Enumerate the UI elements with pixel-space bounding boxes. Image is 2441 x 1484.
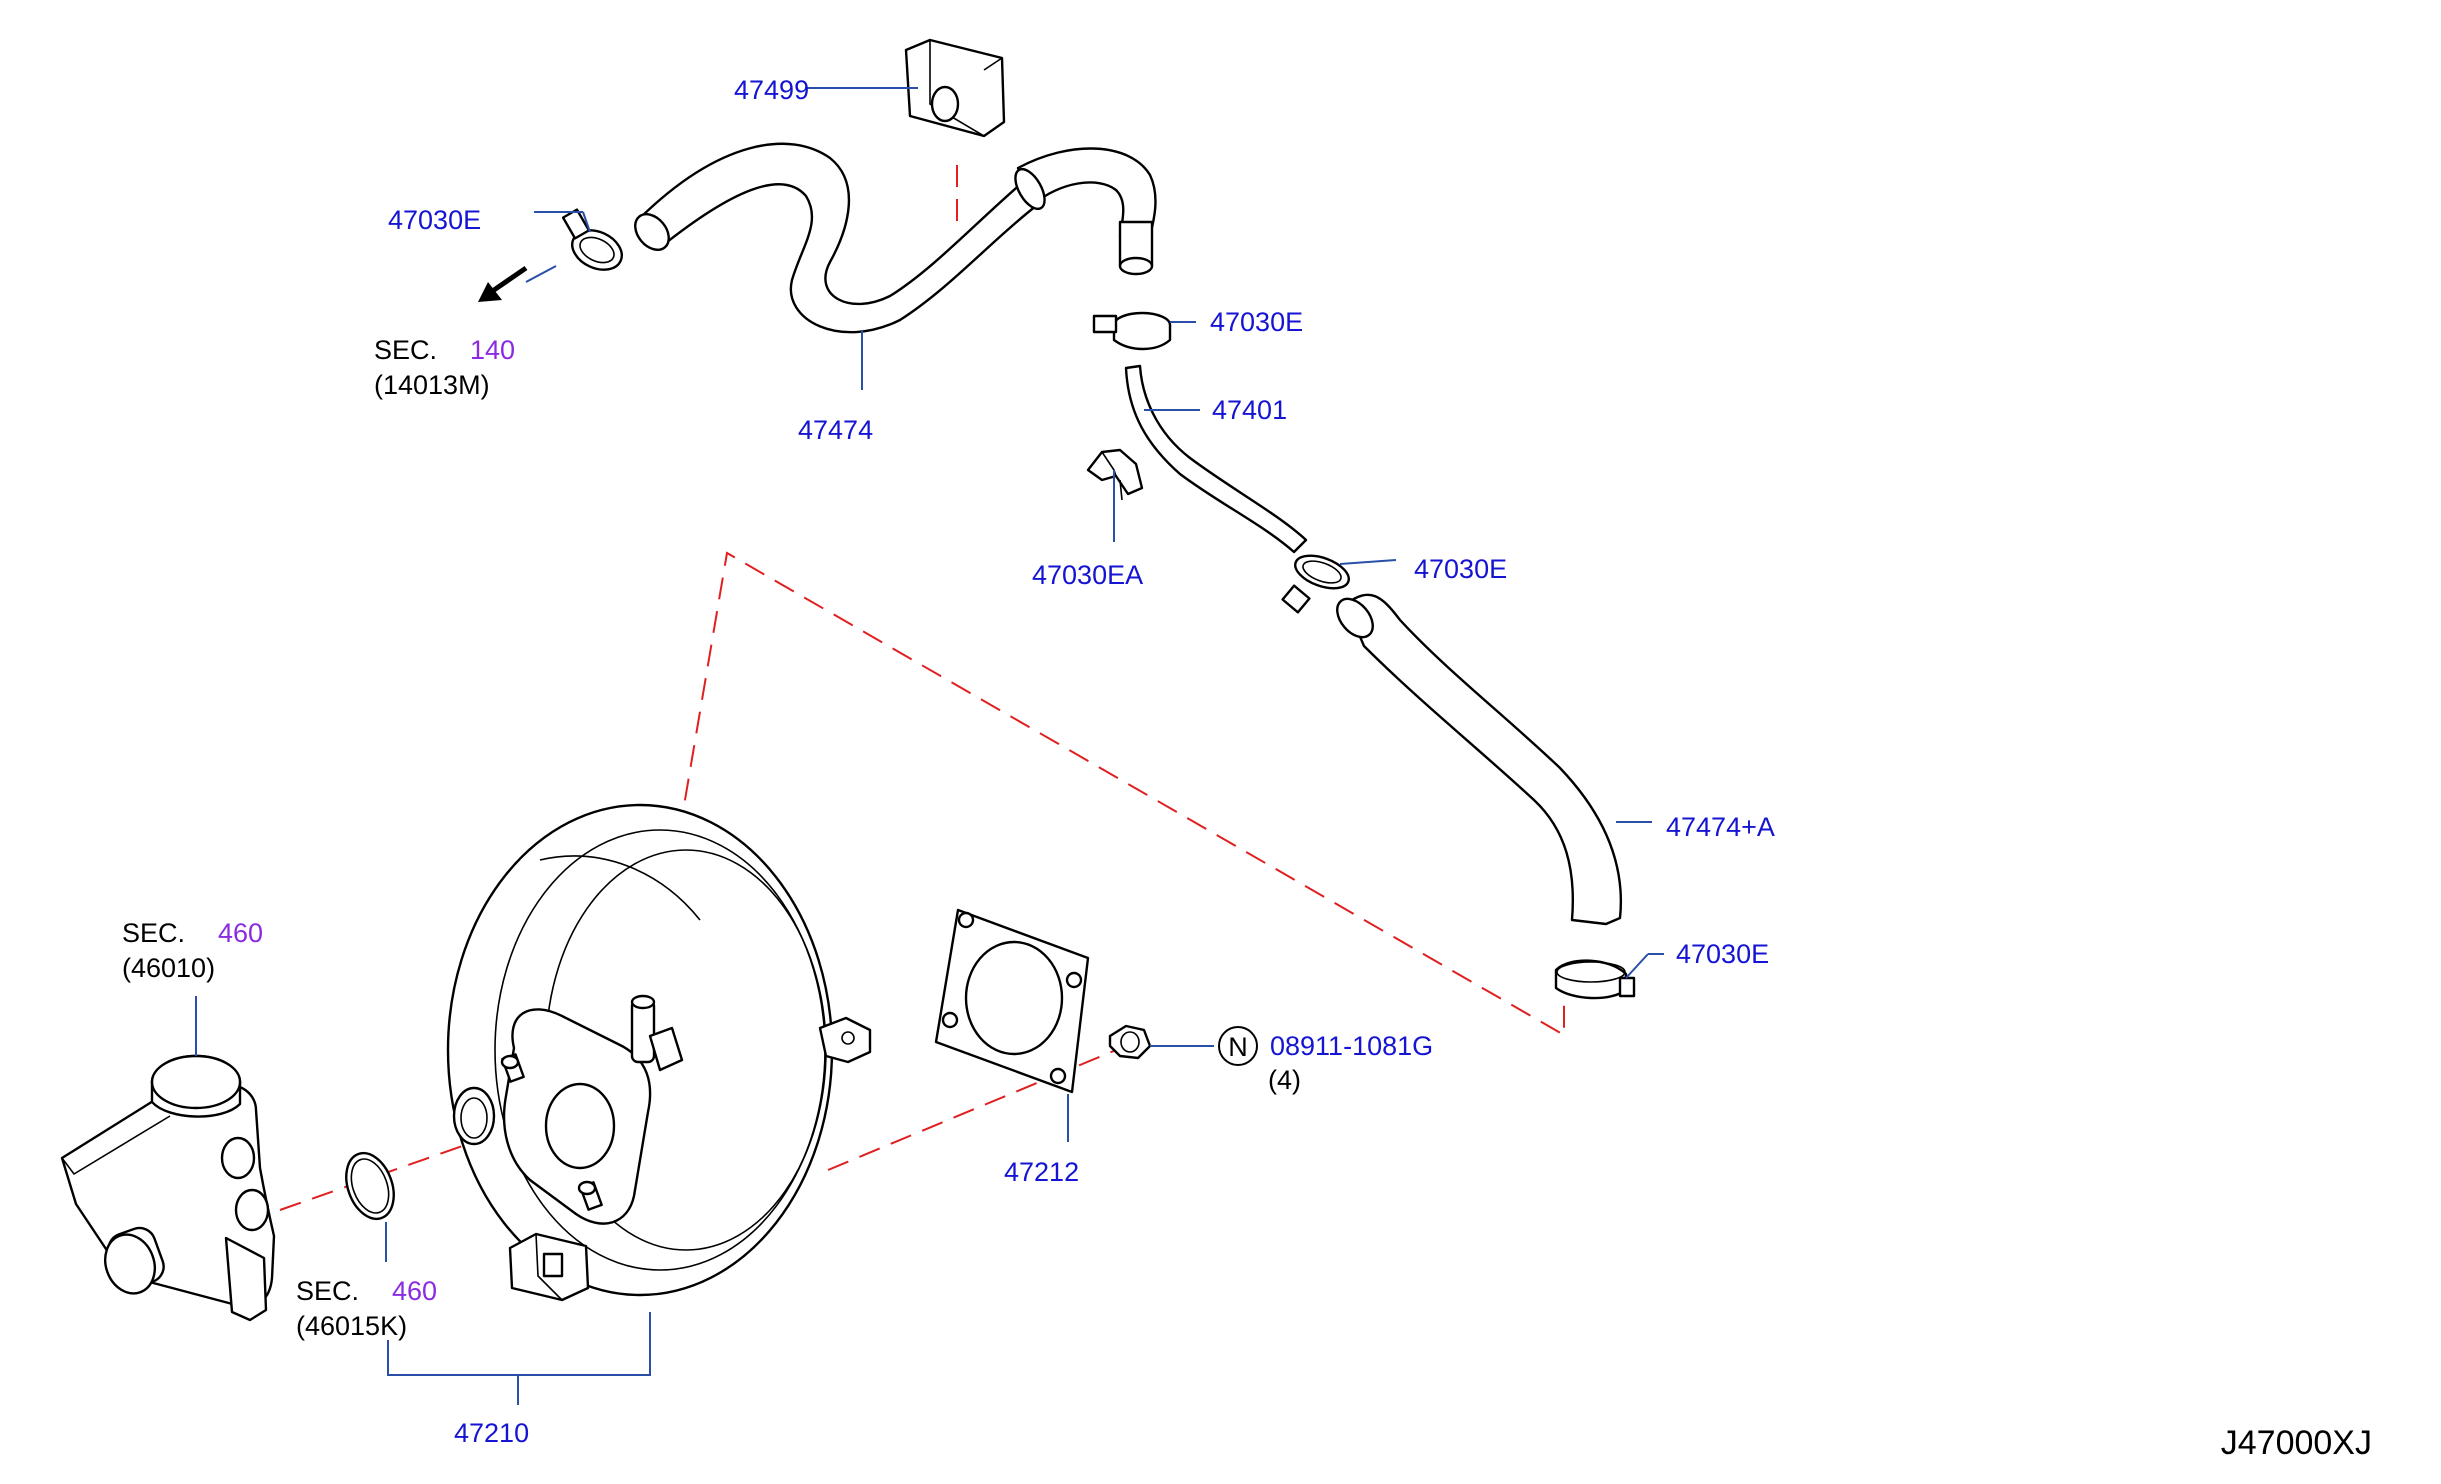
sec460-bottom-number[interactable]: 460: [392, 1276, 437, 1306]
label-47210[interactable]: 47210: [454, 1418, 529, 1448]
vacuum-hose-47474[interactable]: [628, 142, 1038, 334]
label-47030e-d[interactable]: 47030E: [1676, 939, 1769, 969]
label-47401[interactable]: 47401: [1212, 395, 1287, 425]
sec460-top-prefix: SEC.: [122, 918, 185, 948]
hose-clamp-47030e-a[interactable]: [561, 208, 628, 278]
o-ring[interactable]: [338, 1147, 403, 1226]
label-08911-1081g[interactable]: 08911-1081G: [1270, 1031, 1433, 1061]
grommet-47499[interactable]: [904, 38, 1006, 138]
leader-lines: [195, 87, 1664, 1405]
label-47474[interactable]: 47474: [798, 415, 873, 445]
n-symbol-text: N: [1228, 1032, 1248, 1062]
label-47030e-a[interactable]: 47030E: [388, 205, 481, 235]
sec460-bottom-ref: (46015K): [296, 1311, 407, 1341]
part-labels: 47499 47030E 47474 47030E 47401 47030EA …: [388, 75, 1775, 1448]
brake-booster-47210[interactable]: [446, 803, 872, 1302]
part-symbol-n: N: [1218, 1026, 1258, 1066]
vacuum-hose-47474a[interactable]: [1330, 592, 1623, 926]
vacuum-hose-47401[interactable]: [1124, 364, 1308, 554]
label-08911-quantity: (4): [1268, 1065, 1301, 1095]
sec140-prefix: SEC.: [374, 335, 437, 365]
label-47499[interactable]: 47499: [734, 75, 809, 105]
hose-clamp-47030e-d[interactable]: [1554, 959, 1636, 1000]
sec140-number[interactable]: 140: [470, 335, 515, 365]
gasket-47212[interactable]: [934, 908, 1090, 1094]
hex-nut-08911[interactable]: [1108, 1024, 1152, 1060]
label-47212[interactable]: 47212: [1004, 1157, 1079, 1187]
hose-clamp-47030e-c[interactable]: [1281, 549, 1354, 614]
section-ref-460-top[interactable]: SEC. 460 (46010): [122, 918, 263, 983]
sec460-top-ref: (46010): [122, 953, 215, 983]
label-47030ea[interactable]: 47030EA: [1032, 560, 1143, 590]
section-ref-460-bottom[interactable]: SEC. 460 (46015K): [296, 1276, 437, 1341]
label-47030e-c[interactable]: 47030E: [1414, 554, 1507, 584]
hose-clamp-47030e-b[interactable]: [1092, 311, 1172, 351]
master-cylinder[interactable]: [60, 1054, 276, 1322]
direction-arrow-sec140: [478, 265, 528, 302]
sec460-bottom-prefix: SEC.: [296, 1276, 359, 1306]
sec140-ref: (14013M): [374, 370, 490, 400]
vacuum-hose-elbow[interactable]: [1009, 147, 1157, 276]
section-ref-140[interactable]: SEC. 140 (14013M): [374, 335, 515, 400]
label-47030e-b[interactable]: 47030E: [1210, 307, 1303, 337]
label-47474a[interactable]: 47474+A: [1666, 812, 1775, 842]
diagram-code: J47000XJ: [2221, 1424, 2372, 1462]
sec460-top-number[interactable]: 460: [218, 918, 263, 948]
